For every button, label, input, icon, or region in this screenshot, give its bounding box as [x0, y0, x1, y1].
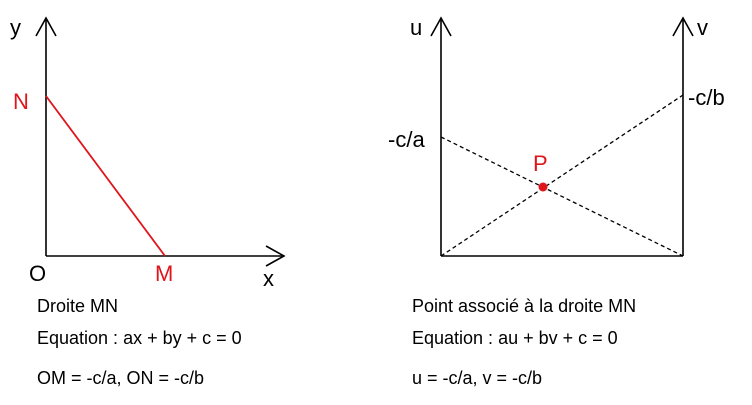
- y-axis-label: y: [10, 15, 21, 40]
- left-caption-equation: Equation : ax + by + c = 0: [37, 328, 242, 348]
- v-axis-label: v: [697, 15, 708, 40]
- right-caption-title: Point associé à la droite MN: [412, 296, 636, 316]
- point-n-label: N: [13, 89, 29, 114]
- v-axis-arrowhead: [672, 16, 694, 37]
- u-axis-label: u: [410, 15, 422, 40]
- v-tick-label: -c/b: [688, 85, 725, 110]
- left-caption-title: Droite MN: [37, 296, 118, 316]
- x-axis-label: x: [263, 266, 274, 291]
- x-axis-arrowhead: [265, 245, 286, 267]
- u-axis-arrowhead: [430, 16, 452, 37]
- y-axis-arrowhead: [35, 16, 57, 37]
- cartesian-diagram: y x O N M Droite MN Equation : ax + by +…: [10, 15, 286, 388]
- point-p: [538, 182, 548, 192]
- parallel-coordinates-diagram: u v -c/a -c/b P Point associé à la droit…: [388, 15, 725, 388]
- u-tick-label: -c/a: [388, 127, 425, 152]
- origin-label: O: [29, 261, 46, 286]
- point-m-label: M: [155, 261, 173, 286]
- left-caption-intercepts: OM = -c/a, ON = -c/b: [37, 368, 204, 388]
- segment-mn: [45, 95, 166, 257]
- right-caption-equation: Equation : au + bv + c = 0: [412, 328, 618, 348]
- dashed-line-from-v: [440, 94, 684, 257]
- right-caption-values: u = -c/a, v = -c/b: [412, 368, 542, 388]
- point-p-label: P: [533, 151, 548, 176]
- dashed-line-from-u: [440, 136, 684, 257]
